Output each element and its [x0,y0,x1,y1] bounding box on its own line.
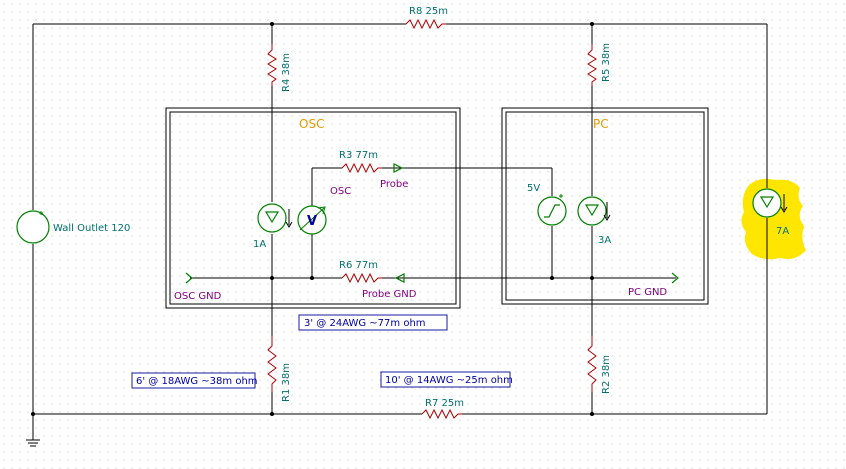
label-r3: R3 77m [339,150,378,161]
wires [26,23,768,447]
net-label-probe: Probe [380,179,408,190]
block-label-osc: OSC [299,117,324,131]
label-r6: R6 77m [339,260,378,271]
resistor-r4[interactable] [267,44,277,86]
note-cable-6ft-text: 6' @ 18AWG ~38m ohm [136,376,258,387]
current-source-7a[interactable] [752,188,788,218]
pc-gnd-flag [671,272,679,284]
label-wall-outlet: Wall Outlet 120 [53,223,130,234]
resistor-r7[interactable] [421,408,462,420]
note-cable-3ft-text: 3' @ 24AWG ~77m ohm [304,318,426,329]
resistor-r1[interactable] [267,336,277,392]
osc-gnd-flag [185,272,193,284]
current-source-3a[interactable] [577,196,611,226]
label-r7: R7 25m [425,398,464,409]
label-5v: 5V [527,183,540,194]
label-r1: R1 38m [281,363,292,402]
net-label-osc-gnd: OSC GND [174,291,222,302]
block-label-pc: PC [593,117,609,131]
current-source-1a[interactable] [257,203,293,233]
label-r8: R8 25m [409,6,448,17]
label-7a: 7A [776,226,789,237]
resistor-r8[interactable] [405,18,446,30]
label-1a: 1A [253,239,266,250]
label-r2: R2 38m [601,355,612,394]
net-label-osc: OSC [330,186,351,197]
note-cable-10ft[interactable]: 10' @ 14AWG ~25m ohm [380,371,513,388]
voltmeter-symbol: V [307,214,317,229]
osc-block[interactable] [165,107,461,309]
net-label-probe-gnd: Probe GND [362,289,417,300]
probe-gnd-arrow [394,273,405,283]
pc-block[interactable] [501,107,709,305]
resistor-r6[interactable] [341,272,382,284]
wall-outlet-source[interactable] [16,210,50,244]
probe-arrow [393,163,404,173]
resistor-r2[interactable] [587,336,597,392]
label-r5: R5 38m [601,43,612,82]
resistor-r5[interactable] [587,44,597,86]
note-cable-10ft-text: 10' @ 14AWG ~25m ohm [385,375,513,386]
note-cable-6ft[interactable]: 6' @ 18AWG ~38m ohm [131,372,258,389]
note-cable-3ft[interactable]: 3' @ 24AWG ~77m ohm [298,314,448,331]
resistor-r3[interactable] [341,162,382,174]
label-r4: R4 38m [281,53,292,92]
net-label-pc-gnd: PC GND [628,287,667,298]
label-3a: 3A [598,235,611,246]
voltmeter[interactable] [297,205,327,235]
voltage-source-5v[interactable] [537,194,567,226]
junction-dots [31,22,594,416]
